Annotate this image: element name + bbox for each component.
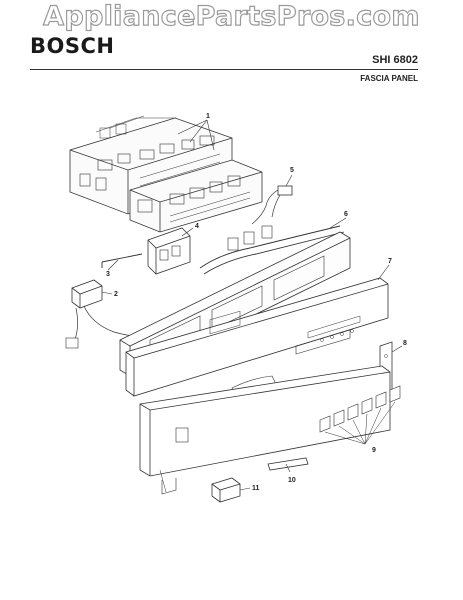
- callout-5: 5: [290, 167, 294, 174]
- part-trim-strip: [267, 457, 309, 473]
- part-fascia-panel: [125, 264, 390, 397]
- section-title: FASCIA PANEL: [360, 74, 418, 83]
- part-bracket-switch: [65, 279, 155, 349]
- callout-6: 6: [344, 211, 348, 218]
- brand-logo: BOSCH: [30, 34, 115, 58]
- part-wiring-harness: [199, 217, 347, 275]
- part-knob: [211, 477, 251, 503]
- part-control-board: [129, 159, 263, 233]
- part-outer-panel: [139, 365, 391, 495]
- callout-3: 3: [106, 271, 110, 278]
- model-number: SHI 6802: [372, 54, 418, 66]
- callout-7: 7: [388, 258, 392, 265]
- callout-2: 2: [114, 291, 118, 298]
- part-switch-assembly: [147, 227, 194, 275]
- part-wire-connector: [251, 174, 293, 225]
- callout-8: 8: [403, 340, 407, 347]
- callout-11: 11: [252, 485, 260, 492]
- part-rod: [101, 253, 143, 271]
- callout-4: 4: [195, 223, 199, 230]
- callout-10: 10: [288, 477, 296, 484]
- callout-1: 1: [206, 113, 210, 120]
- watermark: AppliancePartsPros.com: [43, 0, 421, 32]
- header-rule: [30, 69, 418, 70]
- part-button-keys: [319, 385, 401, 445]
- callout-9: 9: [372, 447, 376, 454]
